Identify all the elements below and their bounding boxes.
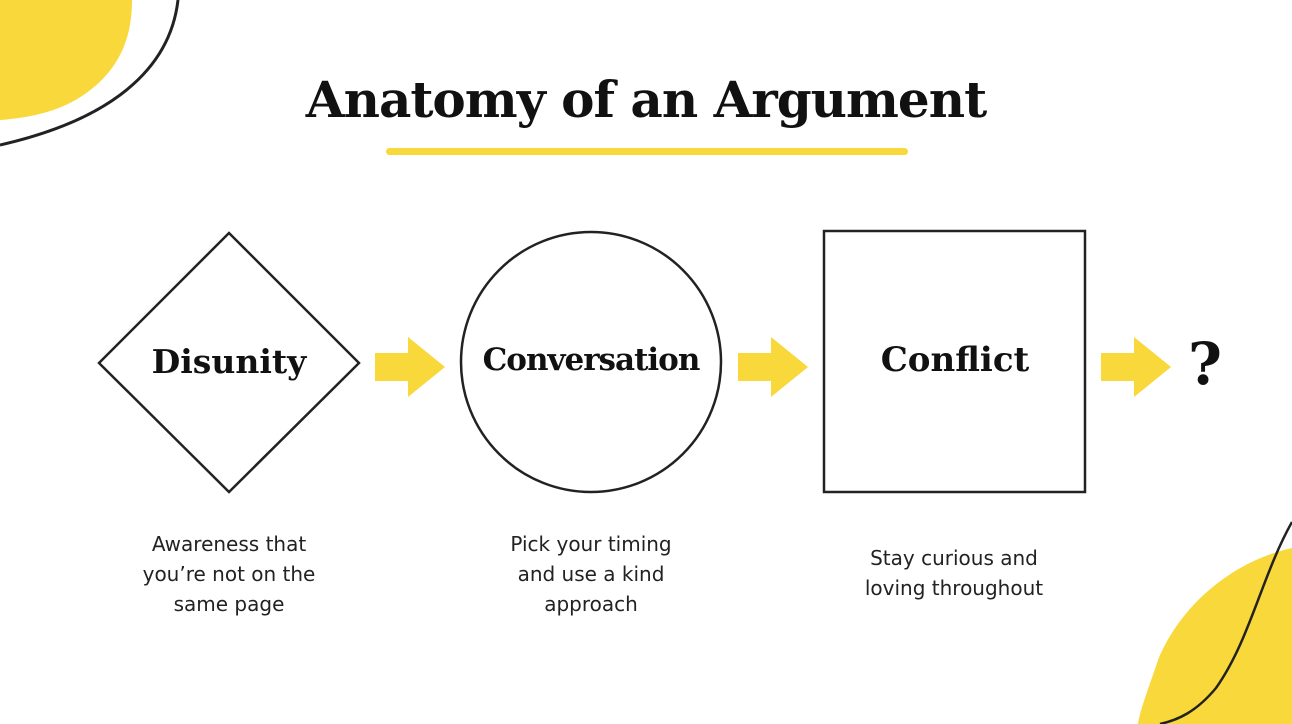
arrow-icon xyxy=(1101,337,1171,397)
question-mark: ? xyxy=(1188,330,1222,398)
top-left-curve-line xyxy=(0,0,180,147)
square-shape xyxy=(822,229,1087,494)
step-description-disunity: Awareness that you’re not on the same pa… xyxy=(142,532,316,616)
circle-shape xyxy=(459,230,723,494)
step-description-conflict: Stay curious and loving throughout xyxy=(864,546,1044,600)
step-label-conflict: Conflict xyxy=(880,340,1030,380)
page-title: Anatomy of an Argument xyxy=(305,70,987,129)
arrow-icon xyxy=(738,337,808,397)
bottom-right-yellow-blob xyxy=(1138,548,1292,724)
step-label-disunity: Disunity xyxy=(151,342,307,381)
bottom-right-curve-line xyxy=(1159,521,1292,724)
diamond-shape xyxy=(97,231,361,494)
title-underline xyxy=(386,148,908,155)
top-left-yellow-blob xyxy=(0,0,132,120)
arrow-icon xyxy=(375,337,445,397)
step-description-conversation: Pick your timing and use a kind approach xyxy=(510,532,672,616)
step-label-conversation: Conversation xyxy=(482,342,701,378)
